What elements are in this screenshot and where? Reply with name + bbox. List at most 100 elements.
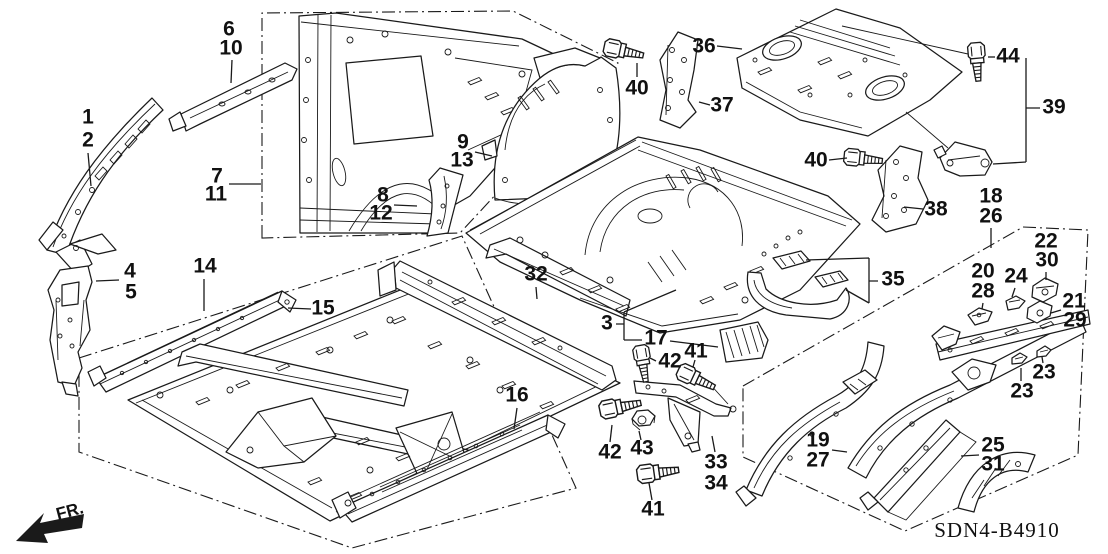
- part-floor-cross-member: [377, 260, 617, 391]
- part-rear-frame-left: [735, 341, 885, 507]
- nut-43: [631, 409, 656, 431]
- part-floor-panel-assembly: [127, 283, 621, 522]
- callout-40-a: 40: [625, 77, 648, 100]
- bolt-40-b: [842, 147, 884, 170]
- leader-line: [87, 152, 92, 187]
- callout-15: 15: [311, 297, 335, 320]
- callout-28: 28: [971, 280, 995, 303]
- callout-13: 13: [450, 149, 473, 172]
- callout-40-b: 40: [804, 149, 827, 172]
- callout-21: 21: [1062, 290, 1086, 313]
- part-side-sill-outer: [87, 290, 297, 393]
- callout-36: 36: [692, 35, 715, 58]
- callout-5: 5: [125, 281, 137, 304]
- part-bracket-small-left: [931, 325, 961, 351]
- fr-arrow-icon: [16, 513, 84, 543]
- part-bracket-23-right: [1036, 345, 1052, 358]
- part-wheelhouse-bracket: [426, 167, 464, 237]
- part-side-sill-inner: [331, 411, 566, 523]
- callout-6: 6: [223, 18, 235, 41]
- callout-17: 17: [644, 327, 667, 350]
- bolt-42-a: [631, 343, 656, 384]
- leader-line: [903, 206, 924, 210]
- callout-25: 25: [981, 434, 1005, 457]
- callout-41-b: 41: [684, 340, 708, 363]
- callout-32: 32: [524, 263, 547, 286]
- part-floor-brackets: [746, 250, 850, 320]
- callout-1: 1: [82, 106, 94, 129]
- leader-line: [649, 357, 657, 362]
- callout-35: 35: [881, 268, 905, 291]
- callout-29: 29: [1063, 309, 1086, 332]
- diagram-code: SDN4-B4910: [934, 518, 1060, 542]
- bolt-44: [966, 41, 989, 83]
- part-heat-baffle: [719, 321, 769, 363]
- callout-38: 38: [924, 198, 948, 221]
- callout-7: 7: [211, 165, 223, 188]
- leader-line: [648, 482, 653, 501]
- callout-44: 44: [996, 45, 1020, 68]
- callout-24: 24: [1004, 265, 1028, 288]
- callout-8: 8: [377, 184, 389, 207]
- leader-line: [981, 302, 984, 310]
- part-bracket-23-left: [1011, 352, 1028, 365]
- leader-line: [95, 279, 120, 282]
- callout-labels: 1 2 6 10 7 11 9 13 8 12 4 5 14 15 32 3 1…: [82, 18, 1087, 521]
- callout-39: 39: [1042, 96, 1065, 119]
- callout-3: 3: [601, 312, 613, 335]
- leader-line: [960, 454, 980, 457]
- callout-19: 19: [806, 429, 829, 452]
- fr-direction-indicator: FR.: [16, 498, 85, 543]
- callout-14: 14: [193, 255, 217, 278]
- callout-43: 43: [630, 437, 653, 460]
- part-bracket-24: [1005, 295, 1026, 311]
- part-shelf-mount-bracket: [841, 25, 993, 177]
- leader-line: [1050, 309, 1062, 314]
- part-front-pillar-lower: [47, 265, 93, 397]
- callout-23-left: 23: [1010, 380, 1033, 403]
- leader-line: [535, 286, 538, 300]
- callout-22: 22: [1034, 230, 1057, 253]
- part-rear-wheel-arch-gusset: [957, 451, 1036, 513]
- leader-line: [393, 204, 418, 207]
- part-shelf-bracket: [659, 31, 699, 129]
- callout-20: 20: [971, 260, 994, 283]
- leader-line: [616, 289, 719, 348]
- callout-leaders: [87, 45, 1062, 501]
- leader-line: [287, 307, 312, 310]
- leader-line: [831, 449, 848, 453]
- callout-2: 2: [82, 129, 94, 152]
- bolt-40-a: [601, 37, 646, 65]
- callout-12: 12: [369, 202, 392, 225]
- leader-line: [711, 435, 716, 453]
- callout-9: 9: [457, 131, 469, 154]
- leader-line: [698, 101, 711, 106]
- callout-42-b: 42: [598, 441, 621, 464]
- callout-42-a: 42: [658, 350, 681, 373]
- leader-line: [230, 59, 233, 84]
- part-bracket-20-28: [967, 307, 993, 326]
- part-rear-frame-outrigger: [859, 419, 977, 521]
- part-front-pillar-upper: [38, 97, 164, 275]
- callout-37: 37: [710, 94, 733, 117]
- callout-4: 4: [124, 260, 136, 283]
- callout-41-a: 41: [641, 498, 665, 521]
- callout-16: 16: [505, 384, 528, 407]
- callout-26: 26: [979, 205, 1002, 228]
- part-shelf-side-bracket: [871, 145, 929, 233]
- callout-34: 34: [704, 472, 728, 495]
- leader-line: [992, 58, 1040, 165]
- callout-30: 30: [1035, 249, 1058, 272]
- part-bracket-hole-plate: [951, 358, 997, 391]
- leader-line: [513, 407, 518, 430]
- callout-31: 31: [981, 453, 1005, 476]
- callout-11: 11: [205, 183, 228, 206]
- leader-line: [828, 157, 848, 161]
- leader-line: [716, 45, 743, 50]
- callout-18: 18: [979, 185, 1003, 208]
- leader-line: [609, 424, 613, 443]
- leader-line: [1041, 356, 1044, 364]
- leader-line: [638, 430, 642, 441]
